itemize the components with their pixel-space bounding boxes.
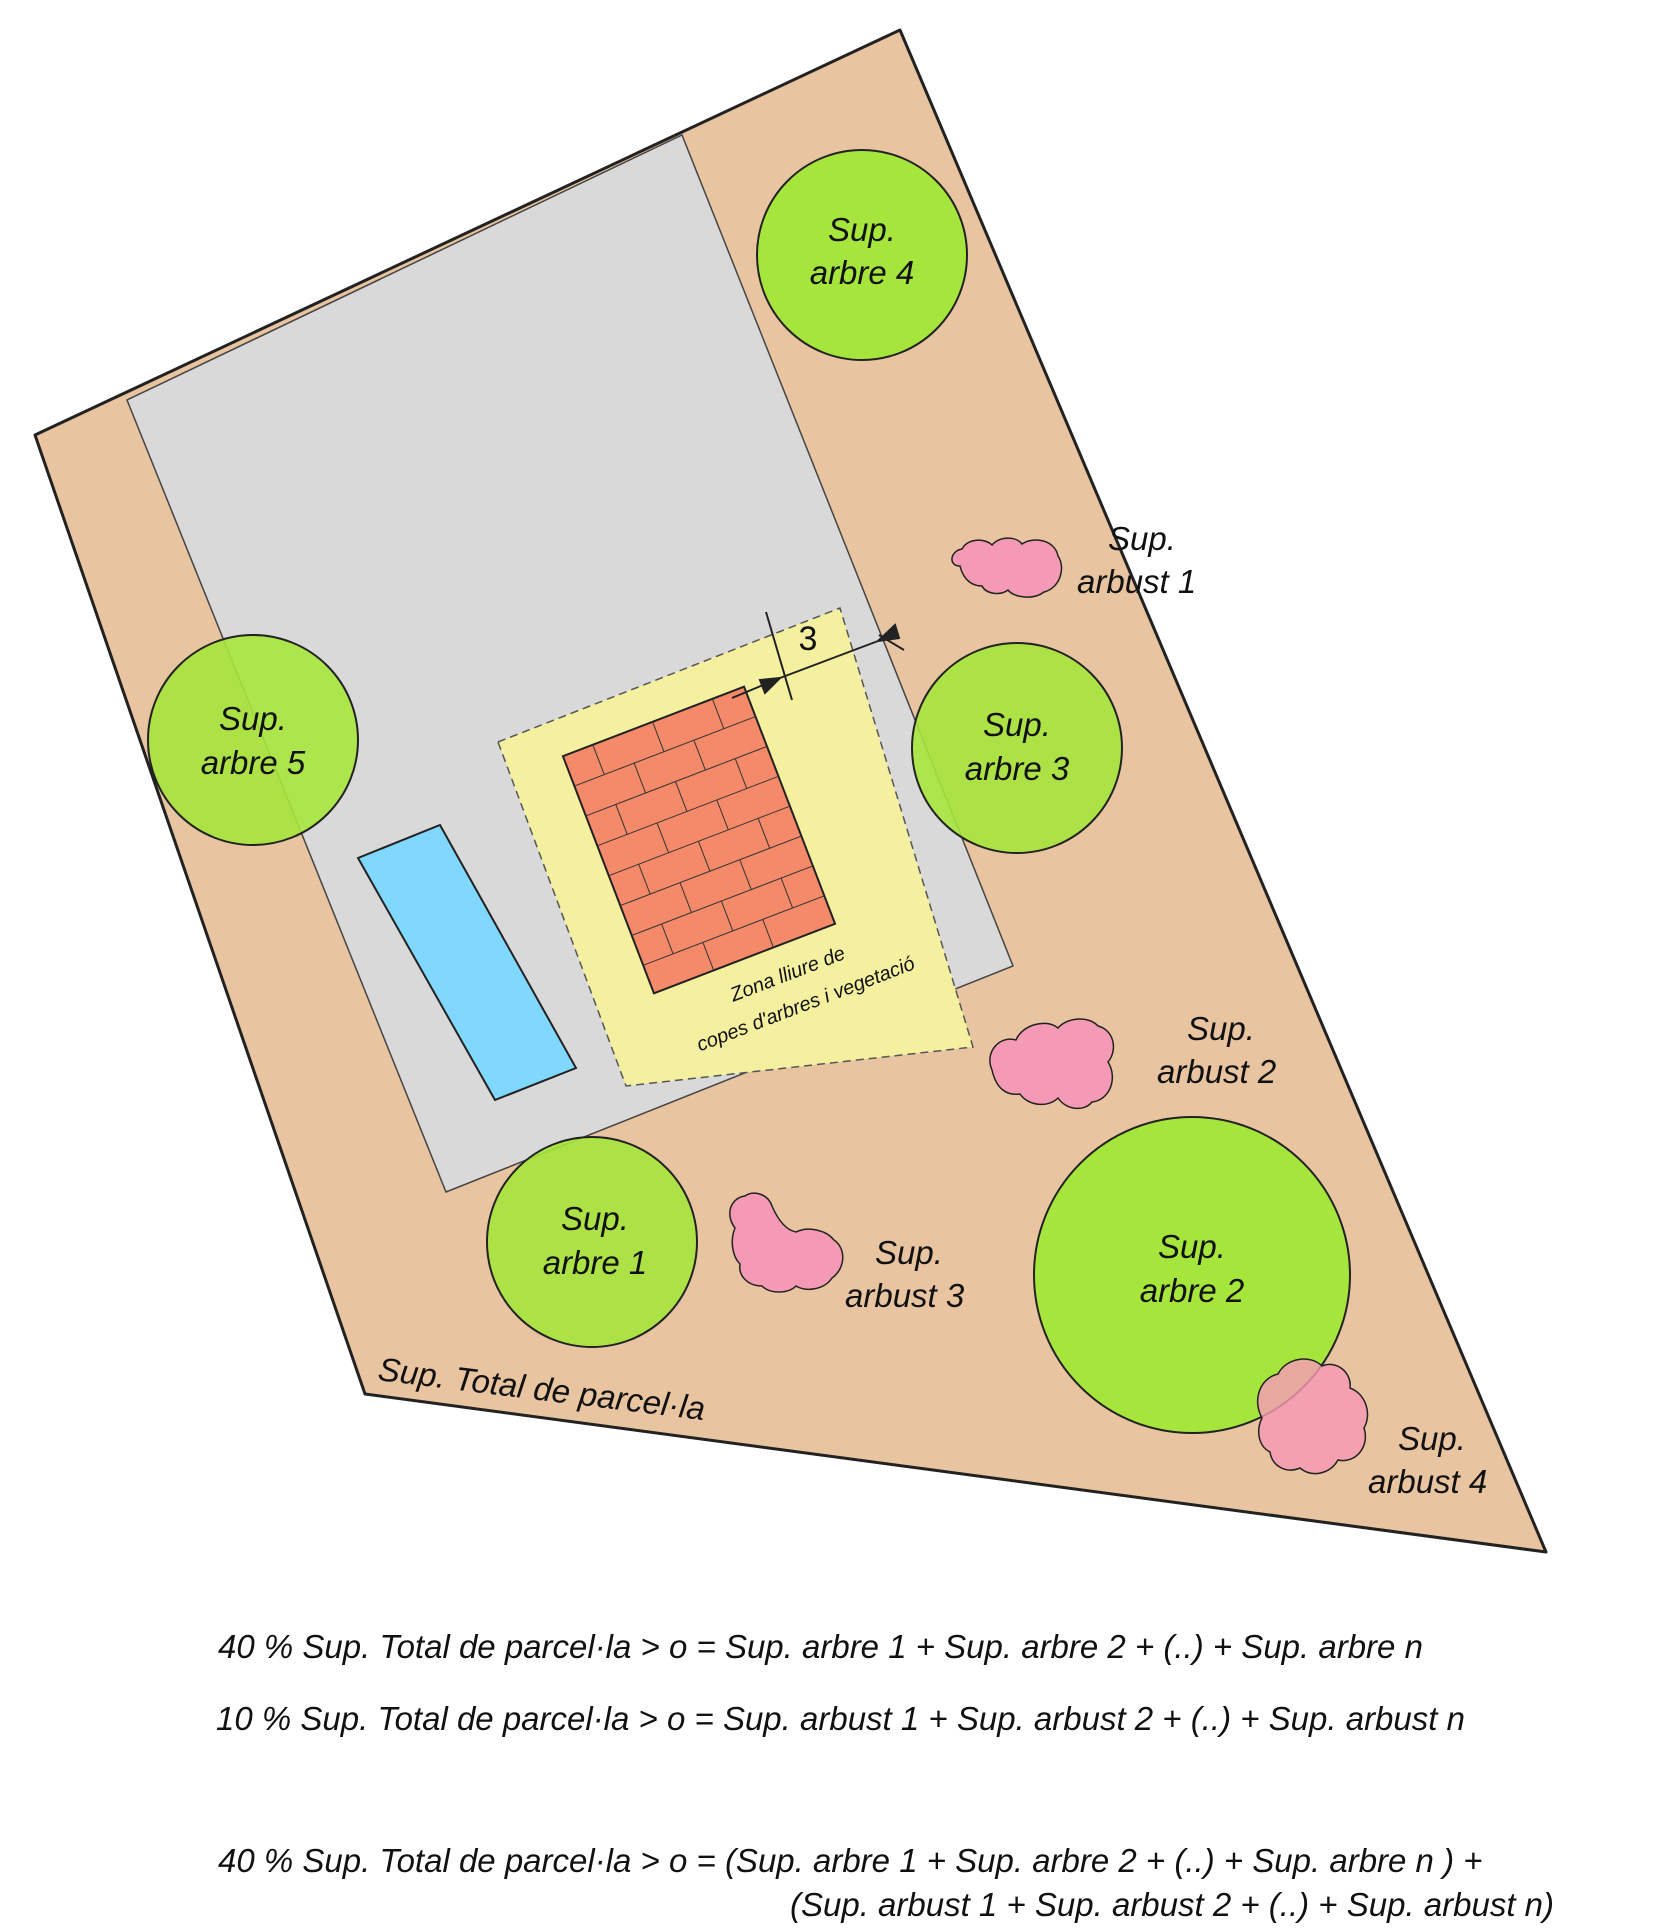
- shrub-4: [1257, 1358, 1369, 1475]
- formula-shrubs: 10 % Sup. Total de parcel·la > o = Sup. …: [216, 1700, 1465, 1737]
- tree-2-label-line2: arbre 2: [1140, 1272, 1245, 1309]
- shrub-1-label-line1: Sup.: [1108, 520, 1176, 557]
- pavilion-tile-grid: [574, 698, 825, 971]
- shrub-3-label-line2: arbust 3: [845, 1277, 965, 1314]
- tree-5-label-line1: Sup.: [219, 700, 287, 737]
- pavilion: [561, 685, 837, 995]
- tree-3-label-line2: arbre 3: [965, 750, 1070, 787]
- formula-combined-line2: (Sup. arbust 1 + Sup. arbust 2 + (..) + …: [790, 1886, 1554, 1923]
- tree-4-label-line1: Sup.: [828, 211, 896, 248]
- tree-4-label-line2: arbre 4: [810, 254, 915, 291]
- tree-4: Sup. arbre 4: [756, 149, 968, 361]
- tree-3-label-line1: Sup.: [983, 706, 1051, 743]
- tree-3: Sup. arbre 3: [911, 642, 1123, 854]
- shrub-3-label-line1: Sup.: [875, 1234, 943, 1271]
- shrub-3: [729, 1192, 844, 1293]
- tree-1-label-line2: arbre 1: [543, 1244, 648, 1281]
- tree-1-label-line1: Sup.: [561, 1200, 629, 1237]
- shrub-2-label-line2: arbust 2: [1157, 1053, 1276, 1090]
- dimension-marker: [731, 611, 905, 701]
- tree-2-label-line1: Sup.: [1158, 1228, 1226, 1265]
- tree-1: Sup. arbre 1: [486, 1136, 698, 1348]
- shrub-1-label-line2: arbust 1: [1077, 563, 1196, 600]
- shrub-2: [989, 1018, 1115, 1110]
- tree-2: Sup. arbre 2: [1033, 1116, 1351, 1434]
- formula-combined-line1: 40 % Sup. Total de parcel·la > o = (Sup.…: [218, 1842, 1483, 1879]
- tree-5-label-line2: arbre 5: [201, 744, 306, 781]
- shrub-2-label-line1: Sup.: [1187, 1010, 1255, 1047]
- shrub-4-label-line2: arbust 4: [1368, 1463, 1487, 1500]
- tree-5: Sup. arbre 5: [147, 634, 359, 846]
- dimension-label: 3: [799, 620, 818, 658]
- shrub-4-label-line1: Sup.: [1398, 1420, 1466, 1457]
- shrub-1: [951, 537, 1063, 598]
- pool: [356, 823, 578, 1102]
- formula-trees: 40 % Sup. Total de parcel·la > o = Sup. …: [218, 1628, 1423, 1665]
